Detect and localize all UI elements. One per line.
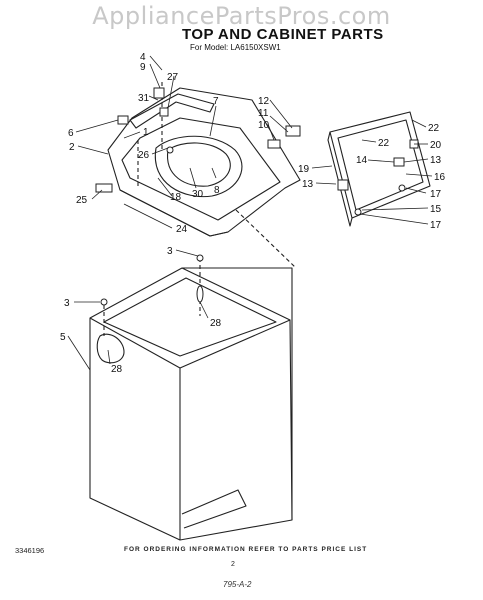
callout-label: 26 <box>138 150 150 161</box>
latch <box>393 157 405 167</box>
callout-label: 5 <box>60 332 66 343</box>
callout-label: 22 <box>378 138 390 149</box>
callout-label: 13 <box>430 155 442 166</box>
callout-label: 12 <box>258 96 270 107</box>
ordering-note: FOR ORDERING INFORMATION REFER TO PARTS … <box>124 546 368 553</box>
callout-label: 3 <box>167 246 173 257</box>
callout-label: 30 <box>192 189 204 200</box>
leader-lines <box>67 55 433 371</box>
callout-label: 27 <box>167 72 179 83</box>
callout-label: 22 <box>428 123 440 134</box>
console-bracket <box>129 93 215 129</box>
cabinet-rear-edge <box>182 267 293 520</box>
hinge-right <box>267 139 281 149</box>
callout-label: 17 <box>430 220 442 231</box>
callout-label: 8 <box>214 185 220 196</box>
callout-label: 4 <box>140 52 146 63</box>
callout-label: 24 <box>176 224 188 235</box>
callout-label: 31 <box>138 93 150 104</box>
tub-ring <box>154 135 243 198</box>
callout-label: 16 <box>434 172 446 183</box>
callout-label: 20 <box>430 140 442 151</box>
callout-label: 10 <box>258 120 270 131</box>
callout-label: 25 <box>76 195 88 206</box>
callout-label: 9 <box>140 62 146 73</box>
clip-2 <box>159 107 169 117</box>
callout-label: 1 <box>143 127 149 138</box>
cabinet-side <box>179 319 293 541</box>
lid-hinge <box>337 179 349 191</box>
callout-label: 11 <box>258 108 269 119</box>
cabinet-bottom-cutout <box>181 489 247 529</box>
handwritten-code: 795-A-2 <box>223 580 252 589</box>
page-number: 2 <box>231 561 235 568</box>
diagram-title: TOP AND CABINET PARTS <box>182 26 384 43</box>
callout-label: 3 <box>64 298 70 309</box>
screw-3 <box>100 298 108 306</box>
switch-bracket <box>285 125 301 137</box>
grommet <box>196 285 204 303</box>
callout-label: 28 <box>210 318 222 329</box>
part-number-code: 3346196 <box>15 546 45 555</box>
callout-label: 15 <box>430 204 442 215</box>
screw-2 <box>196 254 204 262</box>
callout-label: 28 <box>111 364 123 375</box>
cabinet-access-hole <box>96 333 125 364</box>
top-panel-inner <box>121 117 281 221</box>
callout-label: 18 <box>170 192 182 203</box>
tub-ring-inner <box>167 142 231 187</box>
cabinet-front <box>89 317 181 541</box>
screw <box>166 146 174 154</box>
bumper-2 <box>398 184 406 192</box>
cabinet-opening-inner <box>103 277 277 357</box>
callout-label: 13 <box>302 179 314 190</box>
callout-label: 6 <box>68 128 74 139</box>
callout-label: 17 <box>430 189 442 200</box>
lid-inner <box>337 119 424 211</box>
callout-label: 2 <box>69 142 75 153</box>
cabinet-top-front <box>89 267 291 321</box>
top-front-edge <box>119 189 229 237</box>
bumper <box>354 208 362 216</box>
callout-label: 14 <box>356 155 368 166</box>
model-line: For Model: LA6150XSW1 <box>190 43 281 52</box>
watermark: AppliancePartsPros.com <box>92 2 391 30</box>
callout-labels: 4 9 27 31 6 1 2 26 7 8 30 18 25 24 12 11… <box>60 52 446 375</box>
callout-label: 7 <box>213 96 219 107</box>
top-bumper <box>95 183 113 193</box>
clip <box>153 87 165 99</box>
callout-label: 19 <box>298 164 310 175</box>
hinge-left <box>117 115 129 125</box>
